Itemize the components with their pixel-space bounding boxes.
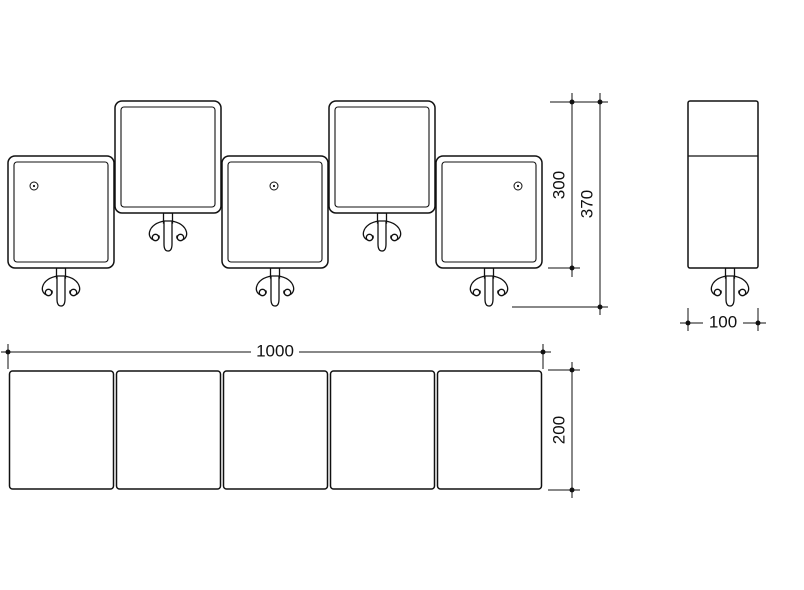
screw-icon — [29, 181, 39, 191]
dim-label-200: 200 — [549, 416, 568, 444]
side-view — [687, 100, 759, 307]
panel-lower-1 — [7, 155, 115, 269]
dim-label-100: 100 — [709, 312, 737, 331]
screw-icon — [513, 181, 523, 191]
panel-upper-2 — [114, 100, 222, 214]
dim-label-1000: 1000 — [256, 341, 294, 360]
dimension-total-width: 1000 — [1, 341, 551, 369]
panel-upper-4 — [328, 100, 436, 214]
front-elevation-view — [7, 100, 543, 307]
coat-hook — [362, 212, 402, 252]
dimension-side-width: 100 — [680, 308, 766, 331]
plan-view — [8, 370, 543, 490]
dimension-plan-depth: 200 — [548, 362, 580, 498]
plan-panel-1 — [8, 370, 115, 490]
plan-panel-5 — [436, 370, 543, 490]
plan-panel-4 — [329, 370, 436, 490]
coat-hook — [148, 212, 188, 252]
side-panel-body — [687, 100, 759, 269]
coat-hook — [255, 267, 295, 307]
dim-label-370: 370 — [577, 190, 596, 218]
dimension-total-height: 370 — [512, 93, 608, 315]
dim-label-300: 300 — [549, 171, 568, 199]
coat-hook — [41, 267, 81, 307]
dimension-panel-band-height: 300 — [548, 93, 608, 277]
panel-lower-3 — [221, 155, 329, 269]
coat-hook — [469, 267, 509, 307]
coat-hook-side — [710, 267, 750, 307]
plan-panel-3 — [222, 370, 329, 490]
plan-panel-2 — [115, 370, 222, 490]
panel-lower-5 — [435, 155, 543, 269]
screw-icon — [269, 181, 279, 191]
